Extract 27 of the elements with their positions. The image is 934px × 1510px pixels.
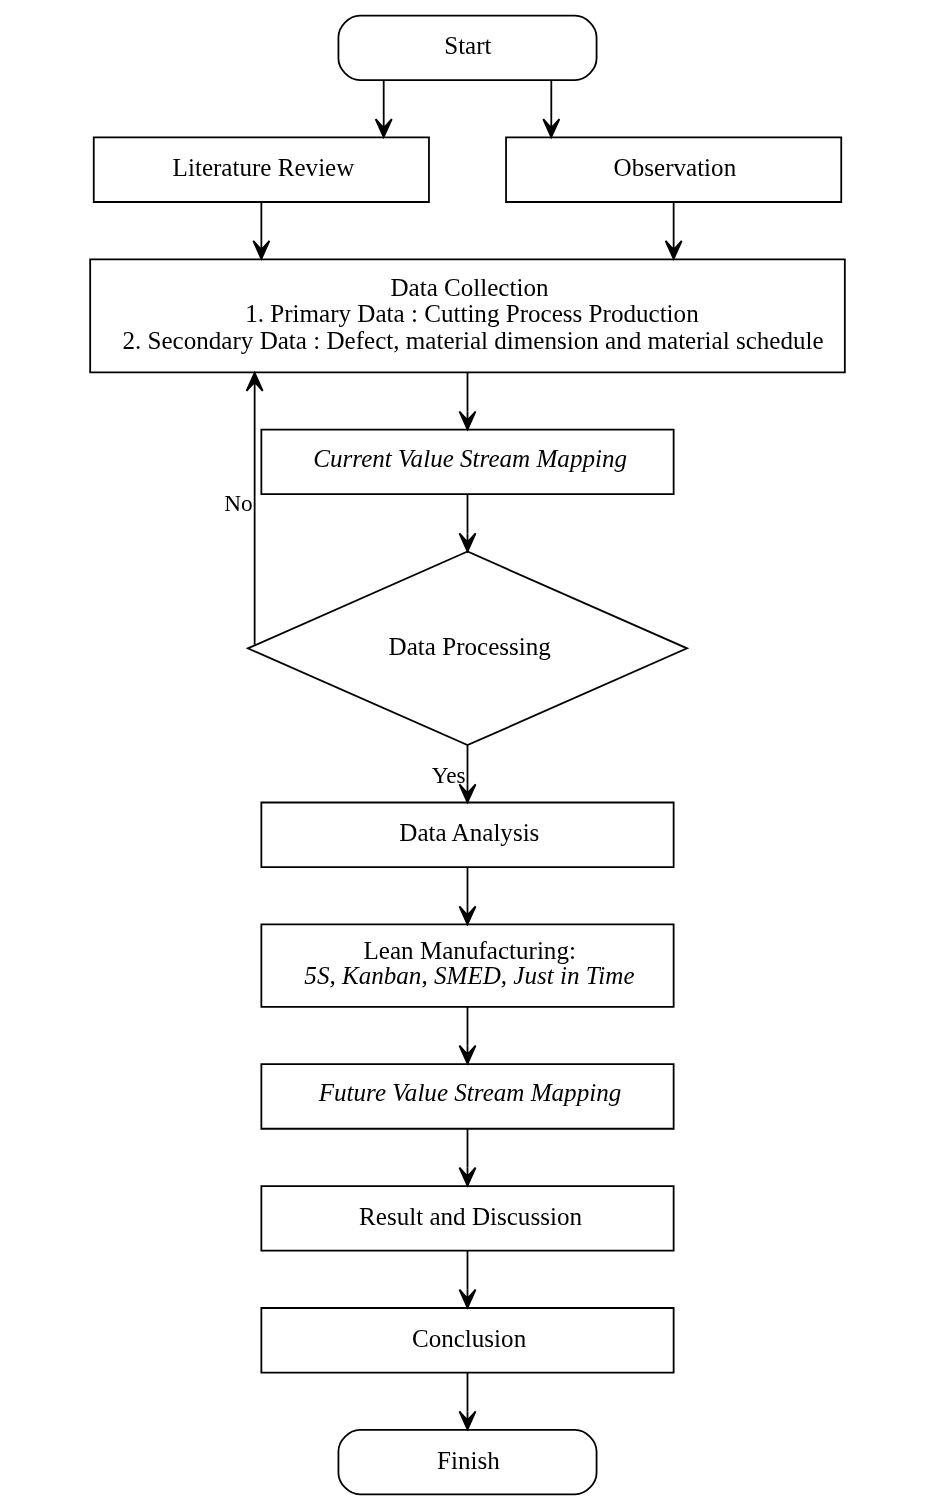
- node-diamond: Data Processing: [245, 550, 689, 747]
- arrow: [245, 372, 264, 646]
- arrow: [458, 866, 476, 926]
- node-box: Data Collection 1. Primary Data : Cutting Process Production 2. Secondary Data : Defect, material dimension and material schedule: [88, 258, 846, 374]
- arrow: [458, 744, 476, 804]
- node-box: Lean Manufacturing: 5S, Kanban, SMED, Just in Time: [259, 923, 675, 1008]
- arrow: [458, 1006, 476, 1065]
- arrow: [458, 1372, 476, 1431]
- node-box: Result and Discussion: [259, 1185, 675, 1252]
- arrow: [374, 79, 393, 138]
- arrow: [458, 493, 476, 553]
- node-box: Literature Review: [92, 136, 430, 203]
- node-box: Conclusion: [259, 1307, 675, 1374]
- edge-label: Yes: [431, 762, 466, 789]
- node-box: Current Value Stream Mapping: [259, 428, 675, 496]
- node-box: Data Analysis: [259, 801, 675, 868]
- arrow: [458, 1128, 476, 1187]
- arrow: [664, 201, 683, 260]
- arrow: [458, 371, 476, 431]
- arrow: [251, 201, 270, 260]
- arrow: [458, 1250, 476, 1309]
- arrow: [541, 79, 560, 138]
- node-box: Finish: [337, 1429, 597, 1496]
- node-box: Observation: [504, 136, 842, 203]
- node-box: Start: [337, 14, 597, 81]
- edge-label: No: [223, 490, 253, 517]
- node-box: Future Value Stream Mapping: [259, 1063, 675, 1130]
